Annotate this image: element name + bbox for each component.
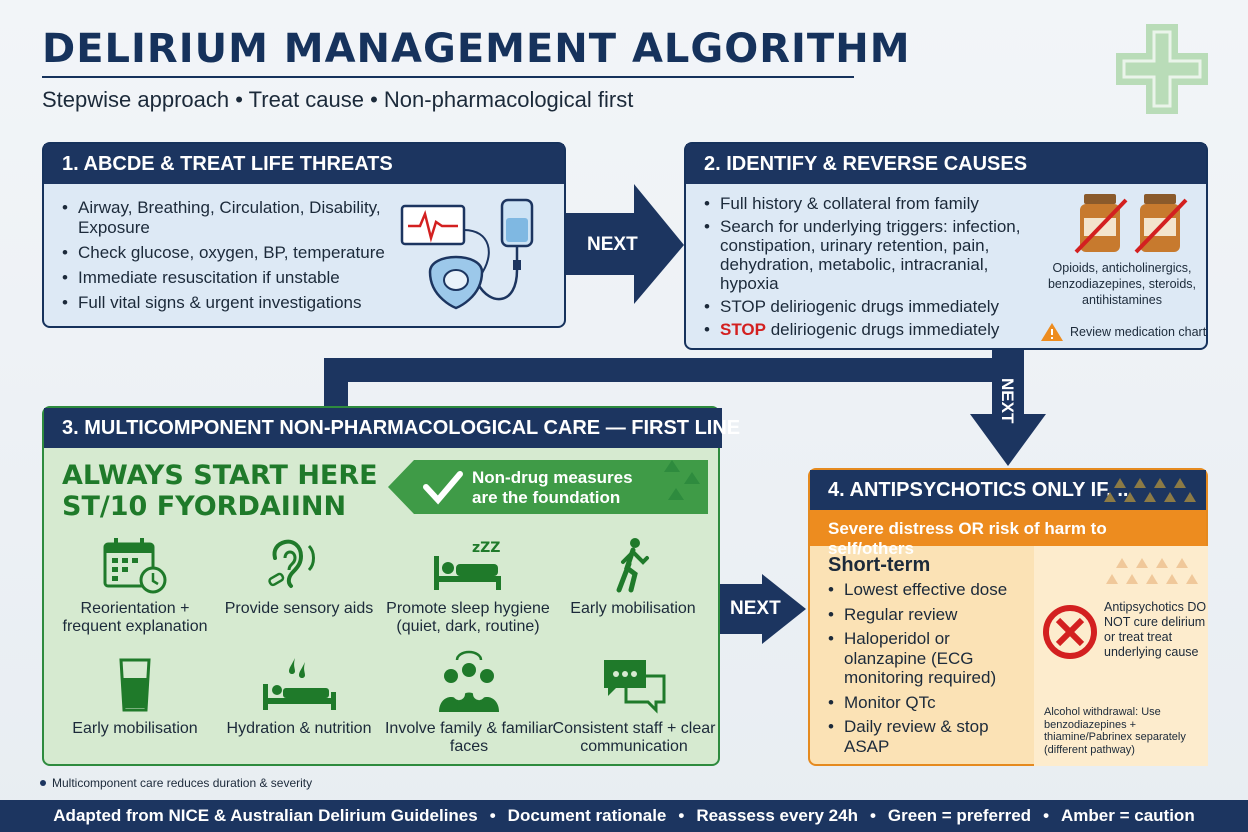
family-group-icon xyxy=(439,650,499,712)
glass-of-water-icon xyxy=(119,658,151,712)
list-item: Regular review xyxy=(828,605,1028,625)
connector-elbow xyxy=(324,350,1020,408)
footer-separator: • xyxy=(489,806,496,825)
bed-sleep-icon: zZZ xyxy=(434,540,501,590)
list-item-stop: STOP deliriogenic drugs immediately xyxy=(704,320,1034,339)
early-mobilisation-label-1: Early mobilisation xyxy=(570,600,696,617)
medical-cross-icon xyxy=(1116,24,1208,114)
next-arrow-1 xyxy=(566,184,684,304)
family-label: Involve family & familiar faces xyxy=(384,720,554,755)
footer-bar: Adapted from NICE & Australian Delirium … xyxy=(0,800,1248,832)
alcohol-withdrawal-note: Alcohol withdrawal: Use benzodiazepines … xyxy=(1044,706,1186,756)
family-item: Involve family & familiar faces xyxy=(384,650,554,756)
footer-item: Amber = caution xyxy=(1061,806,1195,825)
deliriogenic-drugs-label: Opioids, anticholinergics, benzodiazepin… xyxy=(1047,261,1196,307)
foundation-banner-text: Non-drug measures are the foundation xyxy=(472,468,652,508)
hydration-nutrition-label: Hydration & nutrition xyxy=(226,720,372,737)
sensory-aids-label: Provide sensory aids xyxy=(224,600,374,617)
list-item: Full vital signs & urgent investigations xyxy=(62,293,392,313)
hydration-nutrition-item: Hydration & nutrition xyxy=(214,656,384,738)
next-label-2: NEXT xyxy=(998,378,1017,424)
list-item: Check glucose, oxygen, BP, temperature xyxy=(62,243,392,263)
early-mobilisation-item-2: Early mobilisation xyxy=(50,656,220,738)
stop-word: STOP xyxy=(720,320,766,339)
stop-text: deliriogenic drugs immediately xyxy=(765,320,1000,339)
title-triangles-decoration xyxy=(1104,478,1196,502)
step-2-panel: 2. IDENTIFY & REVERSE CAUSES Full histor… xyxy=(684,142,1208,350)
bullet-dot xyxy=(40,780,46,786)
footer-item: Reassess every 24h xyxy=(696,806,858,825)
step-4-panel: 4. ANTIPSYCHOTICS ONLY IF. .. Severe dis… xyxy=(808,468,1208,766)
list-item: Haloperidol or olanzapine (ECG monitorin… xyxy=(828,629,1028,688)
warning-icon xyxy=(1041,323,1063,341)
list-item: Immediate resuscitation if unstable xyxy=(62,268,392,288)
early-mobilisation-item-1: Early mobilisation xyxy=(548,536,718,618)
foundation-banner xyxy=(388,460,708,514)
foundation-banner-label: Non-drug measures are the foundation xyxy=(472,468,633,507)
svg-text:zZZ: zZZ xyxy=(472,540,500,556)
antipsychotic-condition: Severe distress OR risk of harm to self/… xyxy=(810,510,1206,558)
step-4-list: Lowest effective dose Regular review Hal… xyxy=(828,580,1028,761)
title-underline xyxy=(42,76,854,78)
page-subtitle: Stepwise approach • Treat cause • Non-ph… xyxy=(42,87,634,112)
step-3-panel: 3. MULTICOMPONENT NON-PHARMACOLOGICAL CA… xyxy=(42,406,740,766)
sleep-hygiene-label: Promote sleep hygiene (quiet, dark, rout… xyxy=(386,600,550,635)
list-item: Airway, Breathing, Circulation, Disabili… xyxy=(62,198,392,238)
footer-separator: • xyxy=(678,806,685,825)
calendar-clock-icon xyxy=(103,538,167,594)
patient-bed-hydration-icon xyxy=(263,658,336,710)
step-1-title: 1. ABCDE & TREAT LIFE THREATS xyxy=(44,144,564,184)
step-3-footnote: Multicomponent care reduces duration & s… xyxy=(40,776,312,790)
step-3-title: 3. MULTICOMPONENT NON-PHARMACOLOGICAL CA… xyxy=(44,408,740,448)
list-item: Monitor QTc xyxy=(828,693,1028,713)
step-4-title: 4. ANTIPSYCHOTICS ONLY IF. .. xyxy=(810,470,1206,510)
next-arrow-2 xyxy=(970,350,1046,466)
early-mobilisation-label-2: Early mobilisation xyxy=(72,720,198,737)
reorientation-item: Reorientation + frequent explanation xyxy=(50,536,220,636)
step-3-footnote-text: Multicomponent care reduces duration & s… xyxy=(52,776,313,790)
footer-item: Document rationale xyxy=(507,806,667,825)
crossed-pill-bottles-icon xyxy=(1074,194,1188,254)
next-arrow-3 xyxy=(720,574,806,644)
short-term-heading: Short-term xyxy=(828,554,931,576)
step-2-list: Full history & collateral from family Se… xyxy=(704,194,1034,343)
always-start-line-1: ALWAYS START HERE xyxy=(62,460,378,491)
list-item: Full history & collateral from family xyxy=(704,194,1034,213)
step-1-panel: 1. ABCDE & TREAT LIFE THREATS Airway, Br… xyxy=(42,142,566,328)
consistent-staff-item: Consistent staff + clear communication xyxy=(542,656,726,756)
walking-person-icon xyxy=(616,538,649,593)
list-item: Search for underlying triggers: infectio… xyxy=(704,217,1034,293)
page-title: DELIRIUM MANAGEMENT ALGORITHM xyxy=(42,26,911,72)
next-label-3: NEXT xyxy=(730,598,781,619)
side-triangles-decoration xyxy=(1106,558,1198,584)
footer-separator: • xyxy=(1043,806,1050,825)
always-start-here: ALWAYS START HERE ST/10 FYORDAIINN xyxy=(62,460,378,522)
step-1-list: Airway, Breathing, Circulation, Disabili… xyxy=(62,198,392,318)
footer-item: Adapted from NICE & Australian Delirium … xyxy=(53,806,478,825)
consistent-staff-label: Consistent staff + clear communication xyxy=(552,720,716,755)
list-item: Daily review & stop ASAP xyxy=(828,717,1028,756)
antipsychotic-warning: Antipsychotics DO NOT cure delirium or t… xyxy=(1104,600,1207,659)
sleep-hygiene-item: zZZ Promote sleep hygiene (quiet, dark, … xyxy=(378,536,558,636)
next-label-1: NEXT xyxy=(587,234,638,255)
list-item: Lowest effective dose xyxy=(828,580,1028,600)
footer-separator: • xyxy=(869,806,876,825)
review-medication-text: Review medication chart xyxy=(1070,325,1207,339)
sensory-aids-item: Provide sensory aids xyxy=(214,536,384,618)
reorientation-label: Reorientation + frequent explanation xyxy=(62,600,208,635)
ear-hearing-aid-icon xyxy=(268,539,315,588)
list-item: STOP deliriogenic drugs immediately xyxy=(704,297,1034,316)
footer-item: Green = preferred xyxy=(887,806,1032,825)
chat-bubbles-icon xyxy=(604,660,666,714)
step-2-title: 2. IDENTIFY & REVERSE CAUSES xyxy=(686,144,1206,184)
prohibited-icon xyxy=(1043,605,1097,659)
review-medication-note: Review medication chart xyxy=(1040,322,1208,342)
resuscitation-equipment-icon xyxy=(400,198,534,310)
always-start-line-2: ST/10 FYORDAIINN xyxy=(62,491,347,522)
